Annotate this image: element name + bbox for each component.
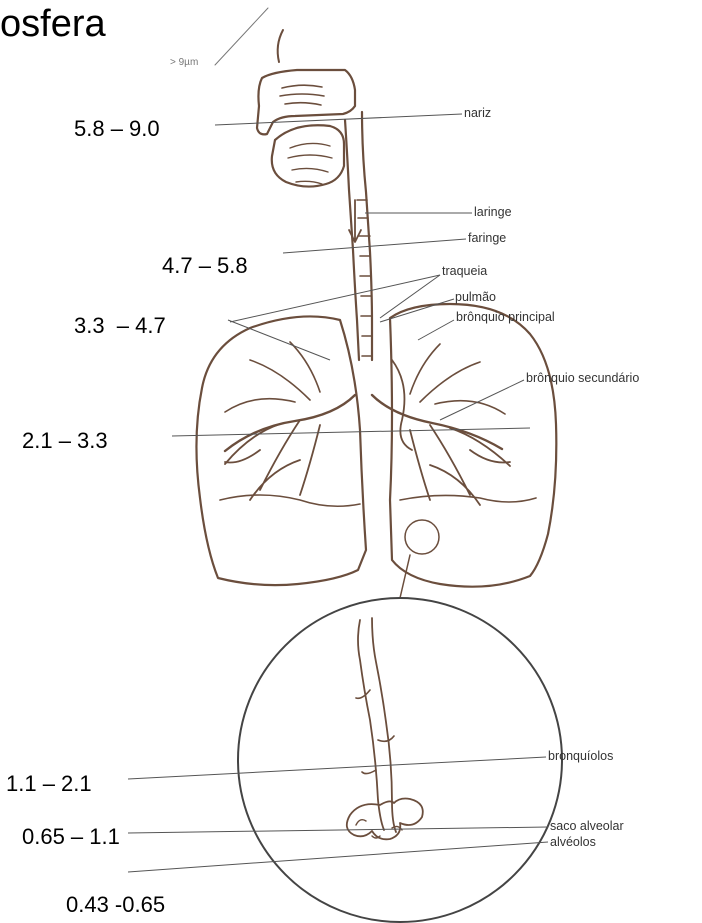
right-lung-outline bbox=[390, 304, 556, 587]
line-bronquio-secundario bbox=[440, 380, 524, 420]
zoom-connector bbox=[400, 555, 410, 598]
main-bronchi bbox=[225, 395, 502, 451]
line-2-1-3-3 bbox=[172, 428, 530, 436]
line-3-3-4-7 bbox=[228, 320, 330, 360]
range-label-5: 1.1 – 2.1 bbox=[6, 771, 92, 797]
line-nariz bbox=[215, 114, 462, 125]
mouth-cavity bbox=[272, 125, 344, 186]
upper-branches-right bbox=[410, 344, 505, 414]
size-marker-label: > 9µm bbox=[170, 57, 198, 68]
range-label-6: 0.65 – 1.1 bbox=[22, 824, 120, 850]
secondary-bronchi-left bbox=[225, 420, 320, 500]
range-label-1: 5.8 – 9.0 bbox=[74, 116, 160, 142]
label-laringe: laringe bbox=[474, 205, 512, 219]
nasal-turbinates bbox=[280, 85, 324, 105]
range-label-2: 4.7 – 5.8 bbox=[162, 253, 248, 279]
label-alveolos: alvéolos bbox=[550, 835, 596, 849]
trachea-rings bbox=[357, 200, 372, 356]
tongue-lines bbox=[288, 143, 332, 184]
top-slash-mark bbox=[215, 8, 268, 65]
label-bronquio-secundario: brônquio secundário bbox=[526, 371, 639, 385]
secondary-bronchi-right bbox=[410, 425, 510, 505]
label-saco-alveolar: saco alveolar bbox=[550, 819, 624, 833]
line-traqueia-b bbox=[230, 275, 440, 322]
label-bronquiolos: bronquíolos bbox=[548, 749, 613, 763]
line-bronquio-principal bbox=[418, 320, 454, 340]
heart-notch bbox=[392, 360, 412, 450]
upper-branches-left bbox=[225, 342, 320, 412]
lung-fissure-right bbox=[400, 495, 536, 502]
label-traqueia: traqueia bbox=[442, 264, 487, 278]
line-faringe bbox=[283, 239, 466, 253]
alveolar-sac bbox=[347, 799, 423, 840]
lung-fissure-left bbox=[220, 495, 360, 506]
label-pulmao: pulmão bbox=[455, 290, 496, 304]
page-title: osfera bbox=[0, 0, 106, 48]
line-saco-alveolar bbox=[128, 827, 548, 833]
bronchiole-tube bbox=[358, 618, 396, 832]
label-nariz: nariz bbox=[464, 106, 491, 120]
label-bronquio-principal: brônquio principal bbox=[456, 310, 555, 324]
range-label-4: 2.1 – 3.3 bbox=[22, 428, 108, 454]
line-alveolos bbox=[128, 842, 548, 872]
line-bronquiolos bbox=[128, 757, 546, 779]
range-label-7: 0.43 -0.65 bbox=[66, 892, 165, 918]
zoom-circle bbox=[238, 598, 562, 922]
range-label-3: 3.3 – 4.7 bbox=[74, 313, 166, 339]
label-faringe: faringe bbox=[468, 231, 506, 245]
zoom-origin-circle bbox=[405, 520, 439, 554]
top-curve-mark bbox=[278, 30, 283, 62]
